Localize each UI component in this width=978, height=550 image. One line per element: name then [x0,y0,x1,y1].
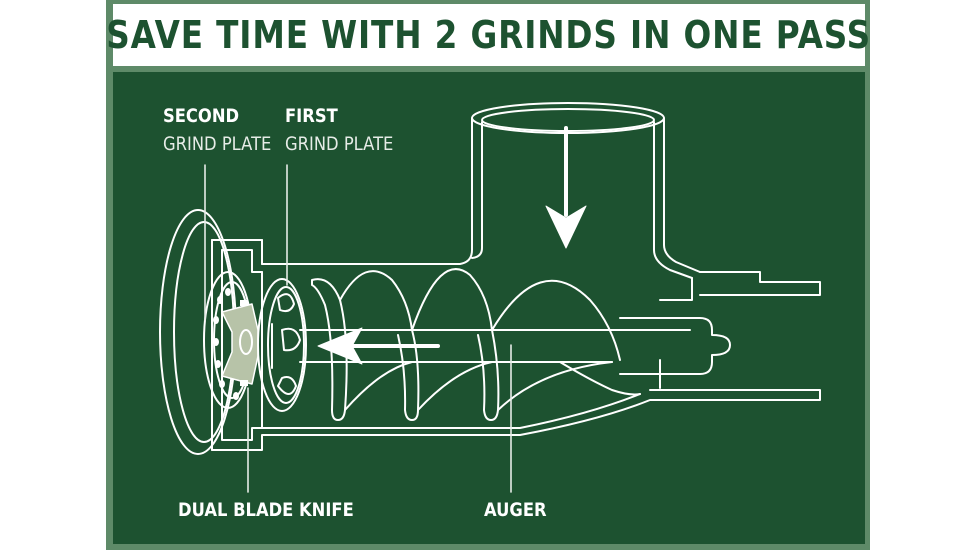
auger-shaft [611,317,731,375]
first-grind-plate [257,278,307,412]
hopper [261,102,701,279]
auger-screw [299,268,641,421]
leader-lines [204,164,512,493]
second-grind-plate-line2: GRIND PLATE [163,133,272,155]
title: SAVE TIME WITH 2 GRINDS IN ONE PASS [106,13,872,57]
down-arrow-icon [545,126,587,249]
auger-label: AUGER [484,496,547,524]
barrel-housing [211,239,821,451]
first-grind-plate-line2: GRIND PLATE [285,133,394,155]
second-grind-plate-label: SECOND GRIND PLATE [163,102,271,158]
dual-blade-knife-label: DUAL BLADE KNIFE [178,496,354,524]
first-grind-plate-label: FIRST GRIND PLATE [285,102,393,158]
auger-text: AUGER [484,499,547,521]
left-arrow-icon [317,327,440,365]
second-grind-plate-line1: SECOND [163,105,240,127]
dual-blade-knife [221,300,259,386]
title-bar: SAVE TIME WITH 2 GRINDS IN ONE PASS [107,4,871,66]
dual-blade-knife-text: DUAL BLADE KNIFE [178,499,354,521]
first-grind-plate-line1: FIRST [285,105,338,127]
